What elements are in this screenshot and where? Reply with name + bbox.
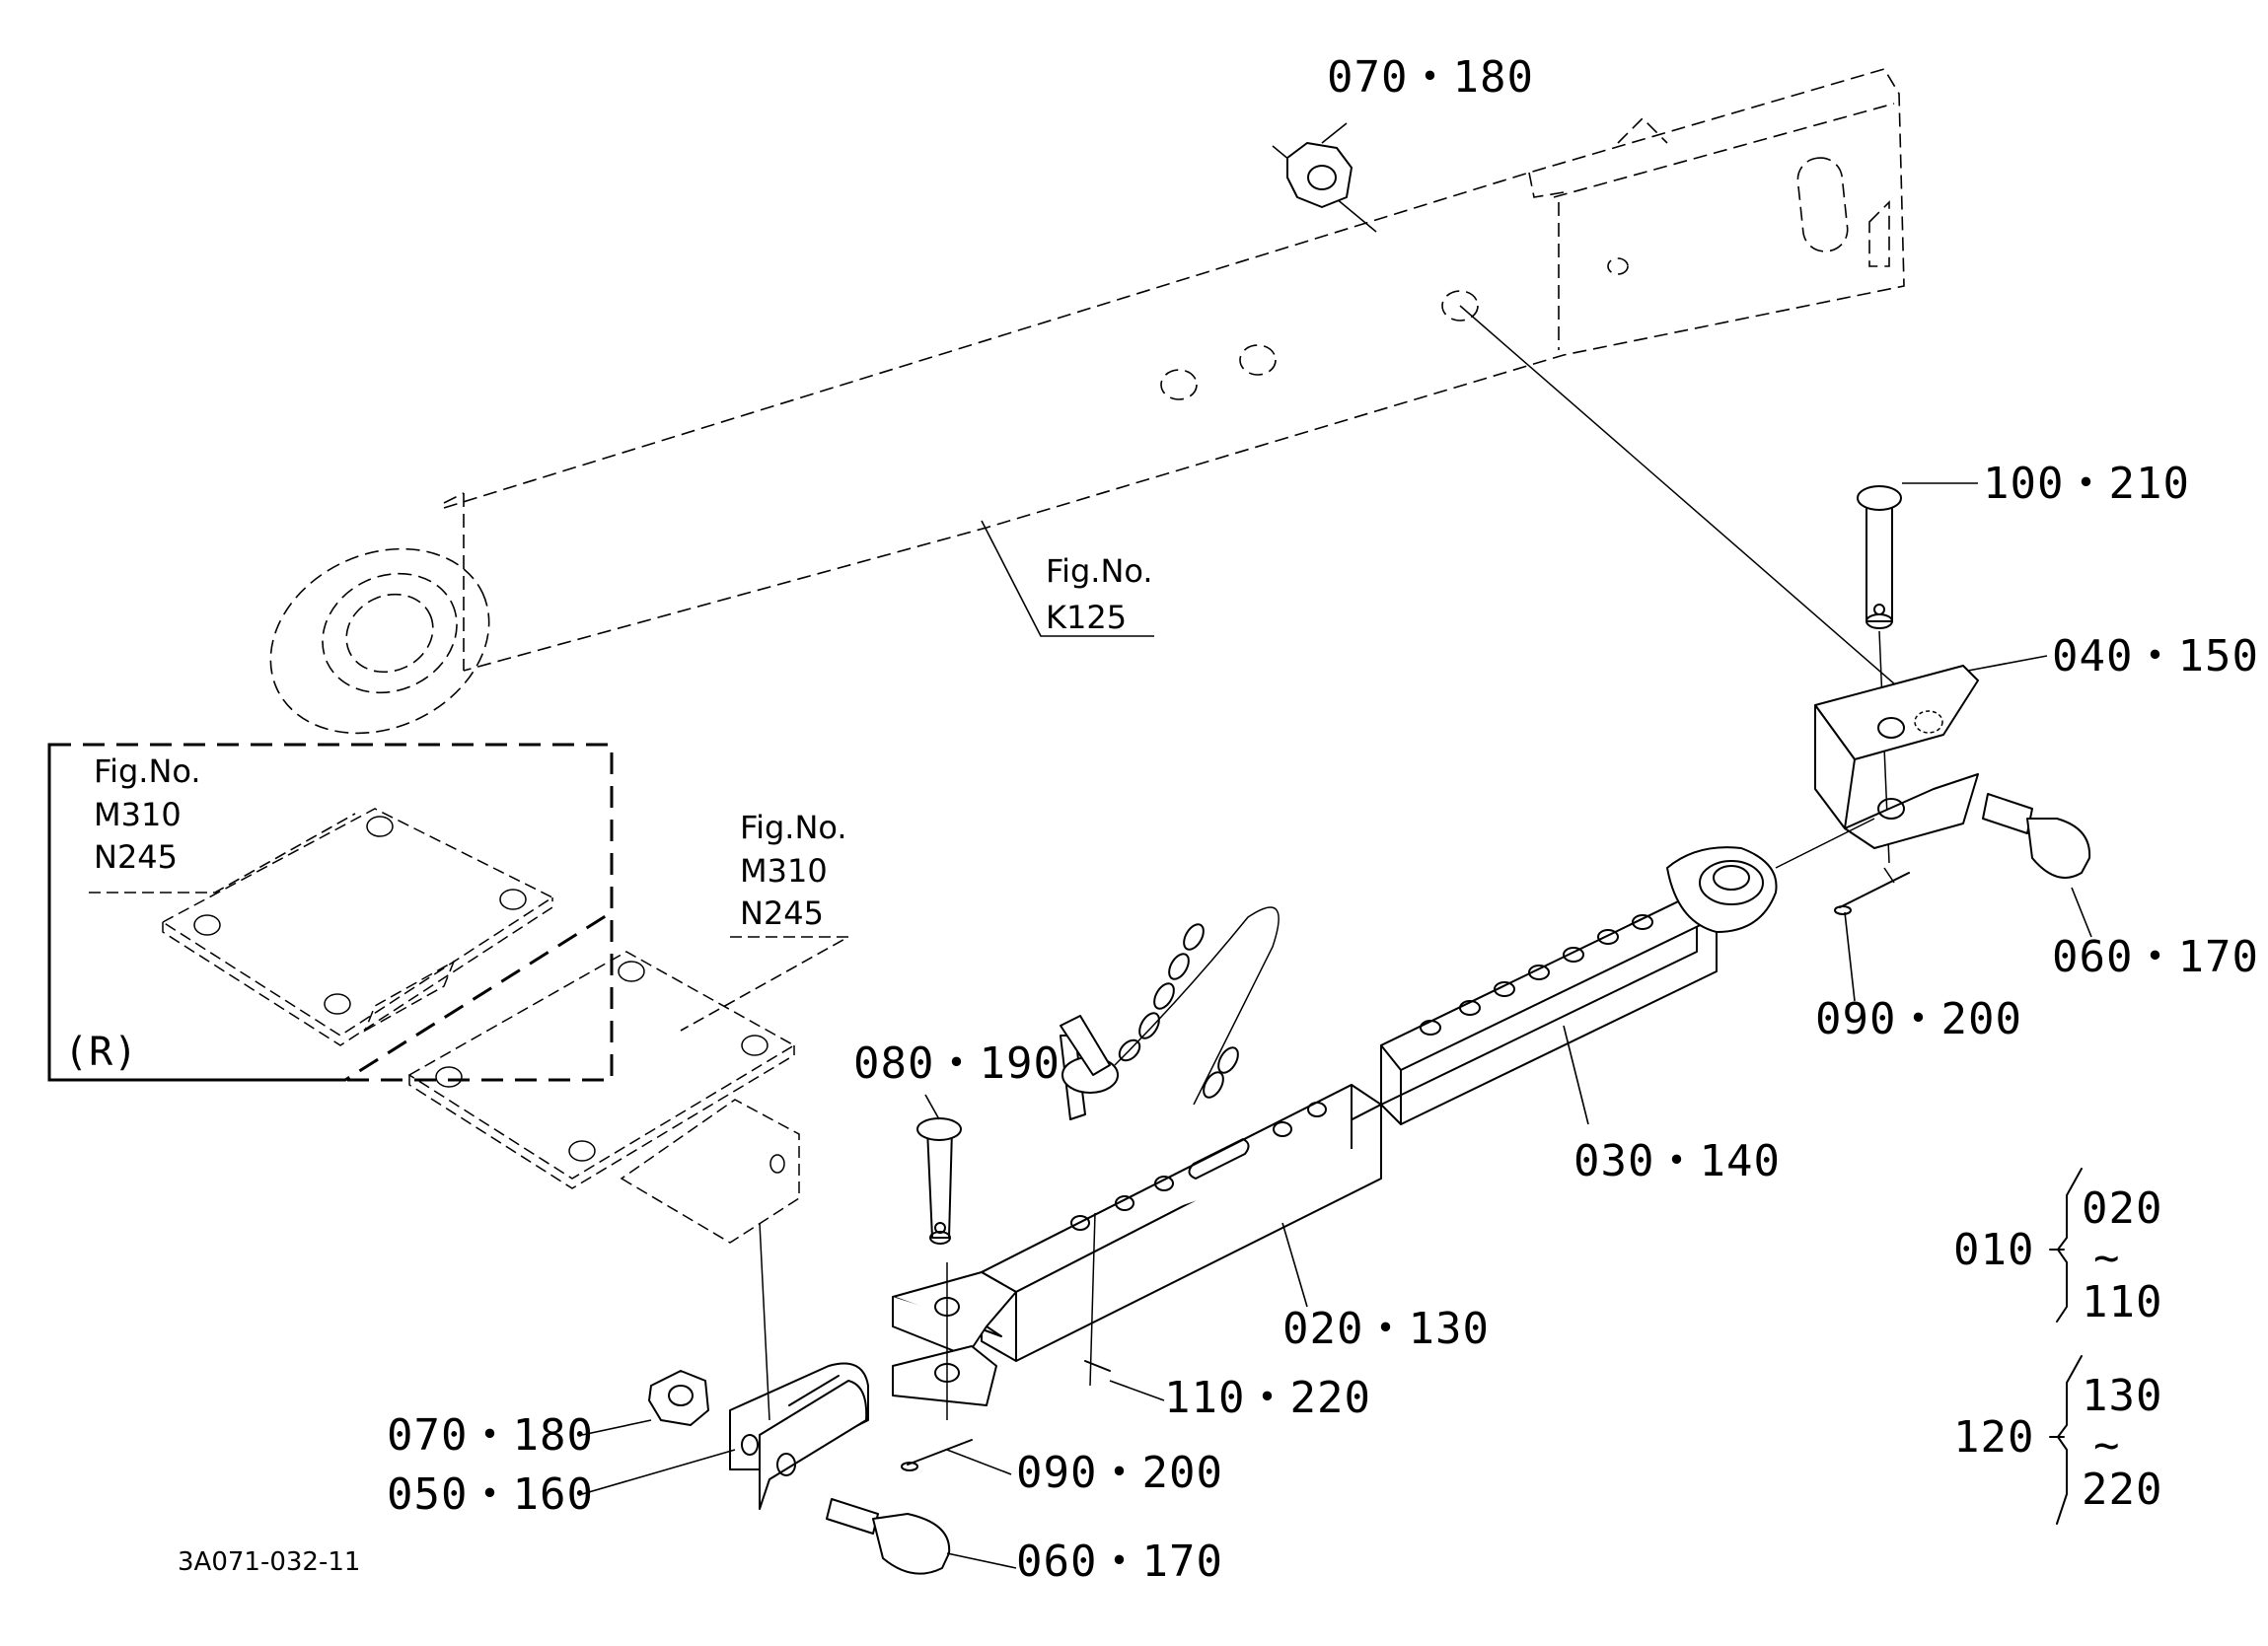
- fig-code-k125: K125: [1046, 599, 1127, 636]
- left-clevis-bracket: [581, 1362, 869, 1510]
- left-bolt: [826, 1498, 1017, 1575]
- plate-left: [407, 936, 852, 1421]
- label-060-170-right: 060・170: [2052, 932, 2259, 982]
- inner-tube: [1380, 818, 1875, 1125]
- outer-tube: [892, 1084, 1382, 1406]
- label-040-150: 040・150: [2052, 631, 2259, 681]
- label-110-220: 110・220: [1164, 1373, 1371, 1423]
- assembly-010-parent: 010: [1953, 1225, 2034, 1275]
- inset-label-r: (R): [64, 1030, 138, 1075]
- label-080-190: 080・190: [853, 1038, 1061, 1089]
- fig-label-k125: Fig.No.: [1046, 552, 1153, 590]
- assembly-010: 010 020 ~ 110: [1953, 1168, 2162, 1327]
- chain-links: [1118, 923, 1239, 1099]
- lynch-pin-with-chain: [1060, 906, 1280, 1401]
- drawing-code: 3A071-032-11: [178, 1547, 360, 1577]
- right-bracket: [1814, 655, 2048, 849]
- right-bolt: [1982, 793, 2092, 938]
- label-100-210: 100・210: [1983, 459, 2190, 509]
- assembly-010-to: 110: [2082, 1277, 2162, 1327]
- assembly-120-tilde: ~: [2093, 1420, 2121, 1470]
- top-lock-nut: [1272, 122, 1377, 233]
- assembly-120: 120 130 ~ 220: [1953, 1355, 2162, 1525]
- inner-tube-holes: [1420, 914, 1653, 1036]
- left-cotter-pin: [901, 1439, 1012, 1475]
- lift-arm-outline: [269, 68, 1905, 735]
- right-cotter-pin: [1834, 867, 1910, 1002]
- label-090-200-left: 090・200: [1016, 1448, 1223, 1498]
- left-lock-nut: [581, 1370, 709, 1436]
- assembly-010-from: 020: [2082, 1183, 2162, 1234]
- assembly-120-parent: 120: [1953, 1412, 2034, 1463]
- inset-frame-r: [47, 743, 614, 1082]
- label-070-180-left: 070・180: [387, 1410, 594, 1461]
- assembly-120-from: 130: [2082, 1371, 2162, 1421]
- label-030-140: 030・140: [1573, 1136, 1781, 1186]
- label-020-130: 020・130: [1282, 1304, 1490, 1354]
- outer-tube-holes: [1070, 1102, 1327, 1231]
- fig-code-inset-n245: N245: [94, 838, 178, 876]
- assembly-010-tilde: ~: [2093, 1233, 2121, 1283]
- label-050-160: 050・160: [387, 1469, 594, 1520]
- fig-label-plate: Fig.No.: [740, 809, 847, 846]
- label-070-180-top: 070・180: [1327, 52, 1534, 103]
- assembly-120-to: 220: [2082, 1465, 2162, 1515]
- fig-code-plate-m310: M310: [740, 852, 828, 890]
- fig-code-plate-n245: N245: [740, 895, 824, 932]
- left-clevis-pin: [916, 1094, 962, 1245]
- fig-code-inset-m310: M310: [94, 796, 182, 833]
- label-090-200-right: 090・200: [1815, 994, 2022, 1044]
- fig-label-inset: Fig.No.: [94, 752, 201, 790]
- label-060-170-left: 060・170: [1016, 1537, 1223, 1587]
